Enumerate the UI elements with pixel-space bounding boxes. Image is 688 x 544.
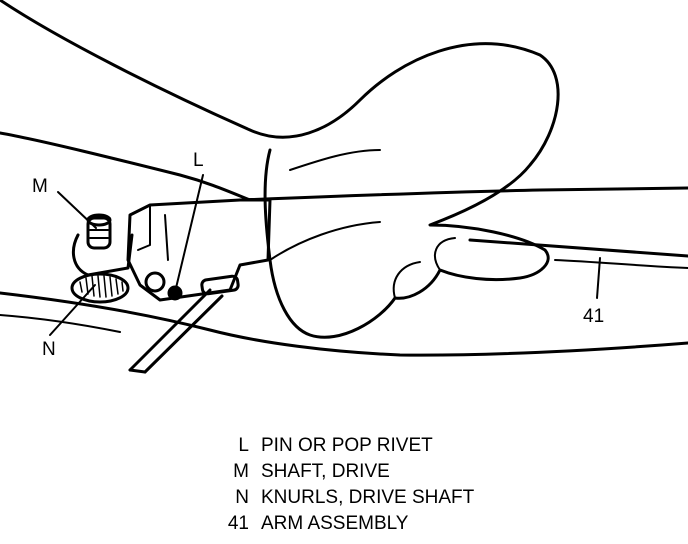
legend-key: M [233, 461, 249, 482]
legend-item-n: N KNURLS, DRIVE SHAFT [208, 485, 474, 511]
callout-M: M [32, 176, 48, 197]
callout-N: N [42, 339, 56, 360]
diagram-illustration: L M N 41 [0, 0, 688, 374]
arm-assembly-lower [468, 238, 688, 258]
leader-m [57, 191, 97, 229]
pin-hole-ring [144, 271, 166, 293]
wrist-crease [289, 149, 381, 171]
legend-item-l: L PIN OR POP RIVET [208, 433, 474, 459]
tool-notch [137, 204, 151, 251]
legend-key: L [238, 435, 249, 456]
callout-41: 41 [583, 306, 604, 327]
surface-line-mid [0, 314, 121, 333]
surface-line-upper [0, 131, 252, 202]
finger-fold-1 [434, 237, 456, 271]
thumb-line [269, 221, 381, 261]
tool-body [126, 198, 272, 302]
leader-n [49, 284, 96, 336]
drive-shaft [86, 216, 112, 250]
leader-41 [596, 257, 601, 299]
tool-detail [164, 214, 169, 261]
leader-l [175, 174, 204, 289]
drive-shaft-housing [71, 233, 134, 277]
arm-assembly-edge [554, 259, 688, 269]
drive-shaft-threads [89, 229, 109, 239]
strap-end [128, 368, 147, 374]
hand-outline [0, 0, 560, 339]
pin-rivet [167, 285, 183, 301]
callout-L: L [193, 150, 204, 171]
legend-item-41: 41 ARM ASSEMBLY [208, 511, 474, 537]
finger-fold-2 [392, 261, 421, 299]
knurl-wheel [70, 272, 130, 304]
arm-assembly [238, 186, 688, 202]
legend-key: 41 [227, 513, 249, 534]
legend-desc: SHAFT, DRIVE [261, 461, 390, 482]
surface-line-lower [0, 291, 688, 357]
legend-desc: ARM ASSEMBLY [261, 513, 409, 534]
legend-desc: KNURLS, DRIVE SHAFT [261, 487, 475, 508]
legend: L PIN OR POP RIVET M SHAFT, DRIVE N KNUR… [208, 433, 474, 537]
strap [128, 288, 224, 374]
slot [200, 274, 240, 296]
legend-key: N [235, 487, 249, 508]
legend-desc: PIN OR POP RIVET [261, 435, 433, 456]
legend-item-m: M SHAFT, DRIVE [208, 459, 474, 485]
